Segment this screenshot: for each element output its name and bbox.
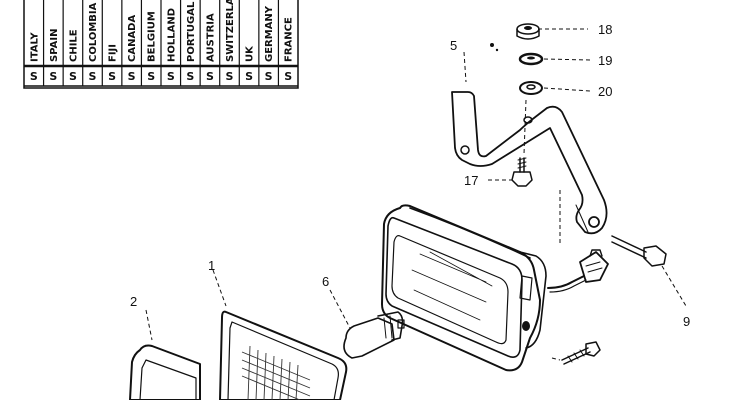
country-header: FIJI [108, 44, 119, 62]
country-table: ITALYSSPAINSCHILESCOLOMBIASFIJISCANADASB… [23, 0, 299, 89]
callout-6: 6 [322, 274, 329, 289]
country-code-cell: S [128, 70, 136, 83]
callout-2: 2 [130, 294, 137, 309]
flat-washer [519, 81, 543, 95]
country-header: HOLLAND [166, 8, 177, 62]
country-header: GERMANY [264, 5, 275, 62]
country-code-cell: S [226, 70, 234, 83]
country-code-cell: S [147, 70, 155, 83]
country-header: AUSTRIA [205, 13, 216, 62]
bezel-frame [129, 344, 201, 400]
callout-labels: 18 19 20 5 17 9 1 2 6 [130, 22, 690, 329]
country-code-cell: S [30, 70, 38, 83]
country-header: CANADA [127, 15, 138, 62]
callout-18: 18 [598, 22, 612, 37]
bulb [343, 311, 405, 359]
country-code-cell: S [89, 70, 97, 83]
screw [511, 157, 533, 187]
lower-screw [561, 341, 601, 365]
country-header: SWITZERLAND [225, 0, 236, 62]
country-code-cell: S [108, 70, 116, 83]
country-code-cell: S [186, 70, 194, 83]
country-header: BELGIUM [147, 11, 158, 62]
wire-connector [547, 249, 609, 293]
callout-19: 19 [598, 53, 612, 68]
callout-17: 17 [464, 173, 478, 188]
lock-washer [518, 52, 544, 66]
country-header: SPAIN [49, 29, 60, 62]
lens [219, 310, 348, 400]
country-code-cell: S [206, 70, 214, 83]
lamp-housing [381, 204, 547, 372]
country-code-cell: S [69, 70, 77, 83]
country-header: ITALY [29, 32, 40, 62]
nut [516, 23, 540, 40]
country-header: FRANCE [284, 17, 295, 62]
callout-5: 5 [450, 38, 457, 53]
country-header: UK [245, 45, 256, 62]
country-header: COLOMBIA [88, 2, 99, 62]
country-code-cell: S [284, 70, 292, 83]
leader-lines [145, 28, 687, 361]
country-code-cell: S [167, 70, 175, 83]
country-header: CHILE [68, 29, 79, 62]
country-code-cell: S [245, 70, 253, 83]
callout-1: 1 [208, 258, 215, 273]
callout-9: 9 [683, 314, 690, 329]
country-header: PORTUGAL [186, 1, 197, 62]
callout-20: 20 [598, 84, 612, 99]
country-code-cell: S [265, 70, 273, 83]
mounting-bracket [451, 91, 608, 235]
country-code-cell: S [49, 70, 57, 83]
bracket-bolt [611, 235, 667, 267]
